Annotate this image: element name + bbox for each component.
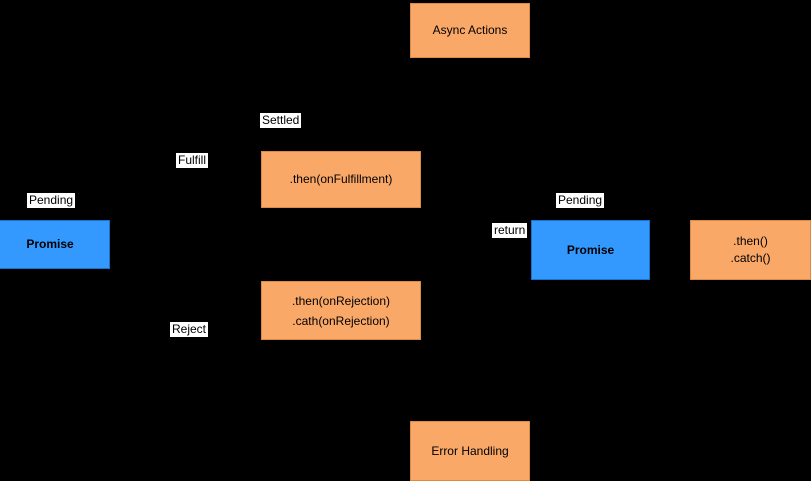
- node-then-onrejection-line1: .then(onRejection): [291, 293, 391, 308]
- node-error-handling: Error Handling: [410, 421, 530, 481]
- edge-label-fulfill: Fulfill: [176, 153, 209, 168]
- edge-label-return: return: [492, 223, 528, 238]
- node-then-onfulfillment: .then(onFulfillment): [261, 151, 421, 208]
- node-async-actions: Async Actions: [410, 3, 530, 58]
- node-then-onfulfillment-label: .then(onFulfillment): [289, 172, 393, 186]
- node-promise-left-label: Promise: [26, 237, 74, 251]
- node-error-handling-label: Error Handling: [431, 443, 509, 458]
- node-promise-right: Promise: [531, 220, 650, 280]
- node-promise-left: Promise: [0, 220, 110, 269]
- node-then-catch-line1: .then(): [733, 234, 768, 248]
- node-then-onrejection-line2: .cath(onRejection): [292, 313, 390, 328]
- edge-label-pending-right: Pending: [556, 193, 605, 208]
- node-then-catch-line2: .catch(): [730, 251, 771, 265]
- node-promise-right-label: Promise: [566, 242, 615, 257]
- node-then-onrejection: .then(onRejection) .cath(onRejection): [261, 281, 421, 340]
- node-then-catch: .then() .catch(): [690, 220, 811, 280]
- node-async-actions-label: Async Actions: [432, 23, 508, 37]
- edge-label-pending-left: Pending: [27, 193, 76, 208]
- edge-label-reject: Reject: [170, 322, 209, 337]
- edge-label-settled: Settled: [260, 113, 302, 128]
